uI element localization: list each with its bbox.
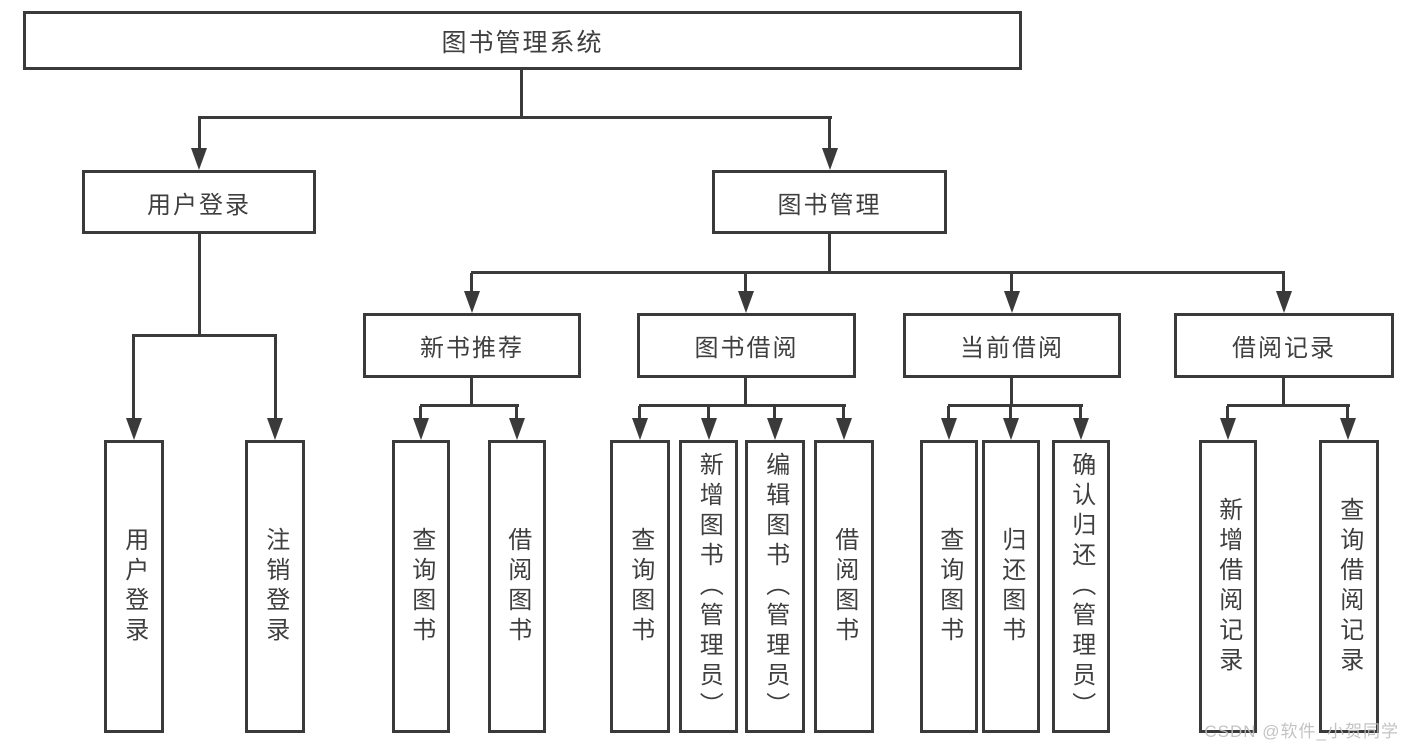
arrow-down-icon — [767, 418, 783, 440]
leaf-return-books: 归还图书 — [982, 440, 1040, 733]
leaf-add-books-admin: 新增图书（管理员） — [679, 440, 738, 733]
connector-line — [1282, 378, 1285, 406]
connector-line — [470, 273, 473, 293]
connector-line — [132, 336, 135, 420]
node-label: 用户登录 — [147, 191, 251, 219]
connector-line — [639, 404, 846, 407]
arrow-down-icon — [941, 418, 957, 440]
connector-line — [744, 378, 747, 406]
arrow-down-icon — [509, 418, 525, 440]
leaf-query-books-current: 查询图书 — [920, 440, 978, 733]
connector-line — [773, 406, 776, 420]
node-label: 图书管理 — [777, 191, 882, 219]
arrow-down-icon — [1004, 291, 1020, 313]
connector-line — [1009, 406, 1012, 420]
leaf-logout: 注销登录 — [245, 440, 305, 733]
arrow-down-icon — [126, 418, 142, 440]
leaf-label: 借阅图书 — [503, 526, 531, 647]
connector-line — [132, 334, 277, 337]
leaf-edit-books-admin: 编辑图书（管理员） — [745, 440, 805, 733]
node-label: 当前借阅 — [960, 335, 1064, 362]
arrow-down-icon — [738, 291, 754, 313]
connector-line — [638, 406, 641, 420]
node-book-borrowing: 图书借阅 — [637, 313, 856, 378]
leaf-label: 归还图书 — [997, 526, 1025, 647]
connector-line — [515, 406, 518, 420]
arrow-down-icon — [701, 418, 717, 440]
leaf-user-login: 用户登录 — [104, 440, 164, 733]
connector-line — [1010, 378, 1013, 406]
connector-line — [1226, 406, 1229, 420]
connector-line — [274, 336, 277, 420]
leaf-label: 查询图书 — [626, 526, 654, 647]
leaf-label: 注销登录 — [261, 526, 289, 647]
arrow-down-icon — [632, 418, 648, 440]
node-new-book-recommendation: 新书推荐 — [363, 313, 581, 378]
connector-line — [1010, 273, 1013, 293]
leaf-query-books-recommend: 查询图书 — [392, 440, 450, 733]
arrow-down-icon — [1340, 418, 1356, 440]
node-borrowing-records: 借阅记录 — [1174, 313, 1394, 378]
arrow-down-icon — [1220, 418, 1236, 440]
node-label: 新书推荐 — [420, 335, 524, 362]
arrow-down-icon — [464, 291, 480, 313]
leaf-confirm-return-admin: 确认归还（管理员） — [1052, 440, 1110, 733]
connector-line — [198, 118, 201, 150]
leaf-label: 查询图书 — [407, 526, 435, 647]
leaf-label: 编辑图书（管理员） — [761, 451, 789, 722]
arrow-down-icon — [267, 418, 283, 440]
connector-line — [707, 406, 710, 420]
node-label: 图书借阅 — [694, 335, 799, 362]
leaf-label: 借阅图书 — [830, 526, 858, 647]
node-book-management: 图书管理 — [712, 170, 947, 234]
connector-line — [828, 234, 831, 273]
node-user-login: 用户登录 — [82, 170, 316, 234]
node-current-borrowing: 当前借阅 — [903, 313, 1121, 378]
arrow-down-icon — [836, 418, 852, 440]
leaf-label: 新增借阅记录 — [1214, 496, 1242, 677]
csdn-watermark: CSDN @软件_小贺同学 — [1204, 722, 1399, 741]
connector-line — [420, 404, 519, 407]
arrow-down-icon — [413, 418, 429, 440]
connector-line — [948, 404, 1083, 407]
arrow-down-icon — [1276, 291, 1292, 313]
connector-line — [842, 406, 845, 420]
node-label: 借阅记录 — [1232, 335, 1336, 362]
connector-line — [419, 406, 422, 420]
leaf-add-borrowing-record: 新增借阅记录 — [1199, 440, 1257, 733]
leaf-label: 查询图书 — [935, 526, 963, 647]
connector-line — [1079, 406, 1082, 420]
arrow-down-icon — [822, 148, 838, 170]
leaf-label: 用户登录 — [120, 526, 148, 647]
arrow-down-icon — [191, 148, 207, 170]
connector-line — [470, 378, 473, 406]
leaf-query-borrowing-record: 查询借阅记录 — [1319, 440, 1379, 733]
connector-line — [520, 70, 523, 118]
leaf-borrow-books-borrowing: 借阅图书 — [814, 440, 874, 733]
connector-line — [1282, 273, 1285, 293]
node-library-management-system: 图书管理系统 — [23, 11, 1022, 70]
connector-line — [198, 116, 832, 119]
arrow-down-icon — [1003, 418, 1019, 440]
leaf-label: 查询借阅记录 — [1335, 496, 1363, 677]
leaf-borrow-books-recommend: 借阅图书 — [488, 440, 546, 733]
connector-line — [1346, 406, 1349, 420]
leaf-query-books-borrowing: 查询图书 — [610, 440, 670, 733]
connector-line — [198, 234, 201, 336]
connector-line — [828, 118, 831, 150]
leaf-label: 确认归还（管理员） — [1067, 451, 1095, 722]
connector-line — [1227, 404, 1350, 407]
leaf-label: 新增图书（管理员） — [695, 451, 723, 722]
node-label: 图书管理系统 — [441, 28, 604, 57]
connector-line — [947, 406, 950, 420]
arrow-down-icon — [1073, 418, 1089, 440]
connector-line — [471, 271, 1285, 274]
connector-line — [744, 273, 747, 293]
